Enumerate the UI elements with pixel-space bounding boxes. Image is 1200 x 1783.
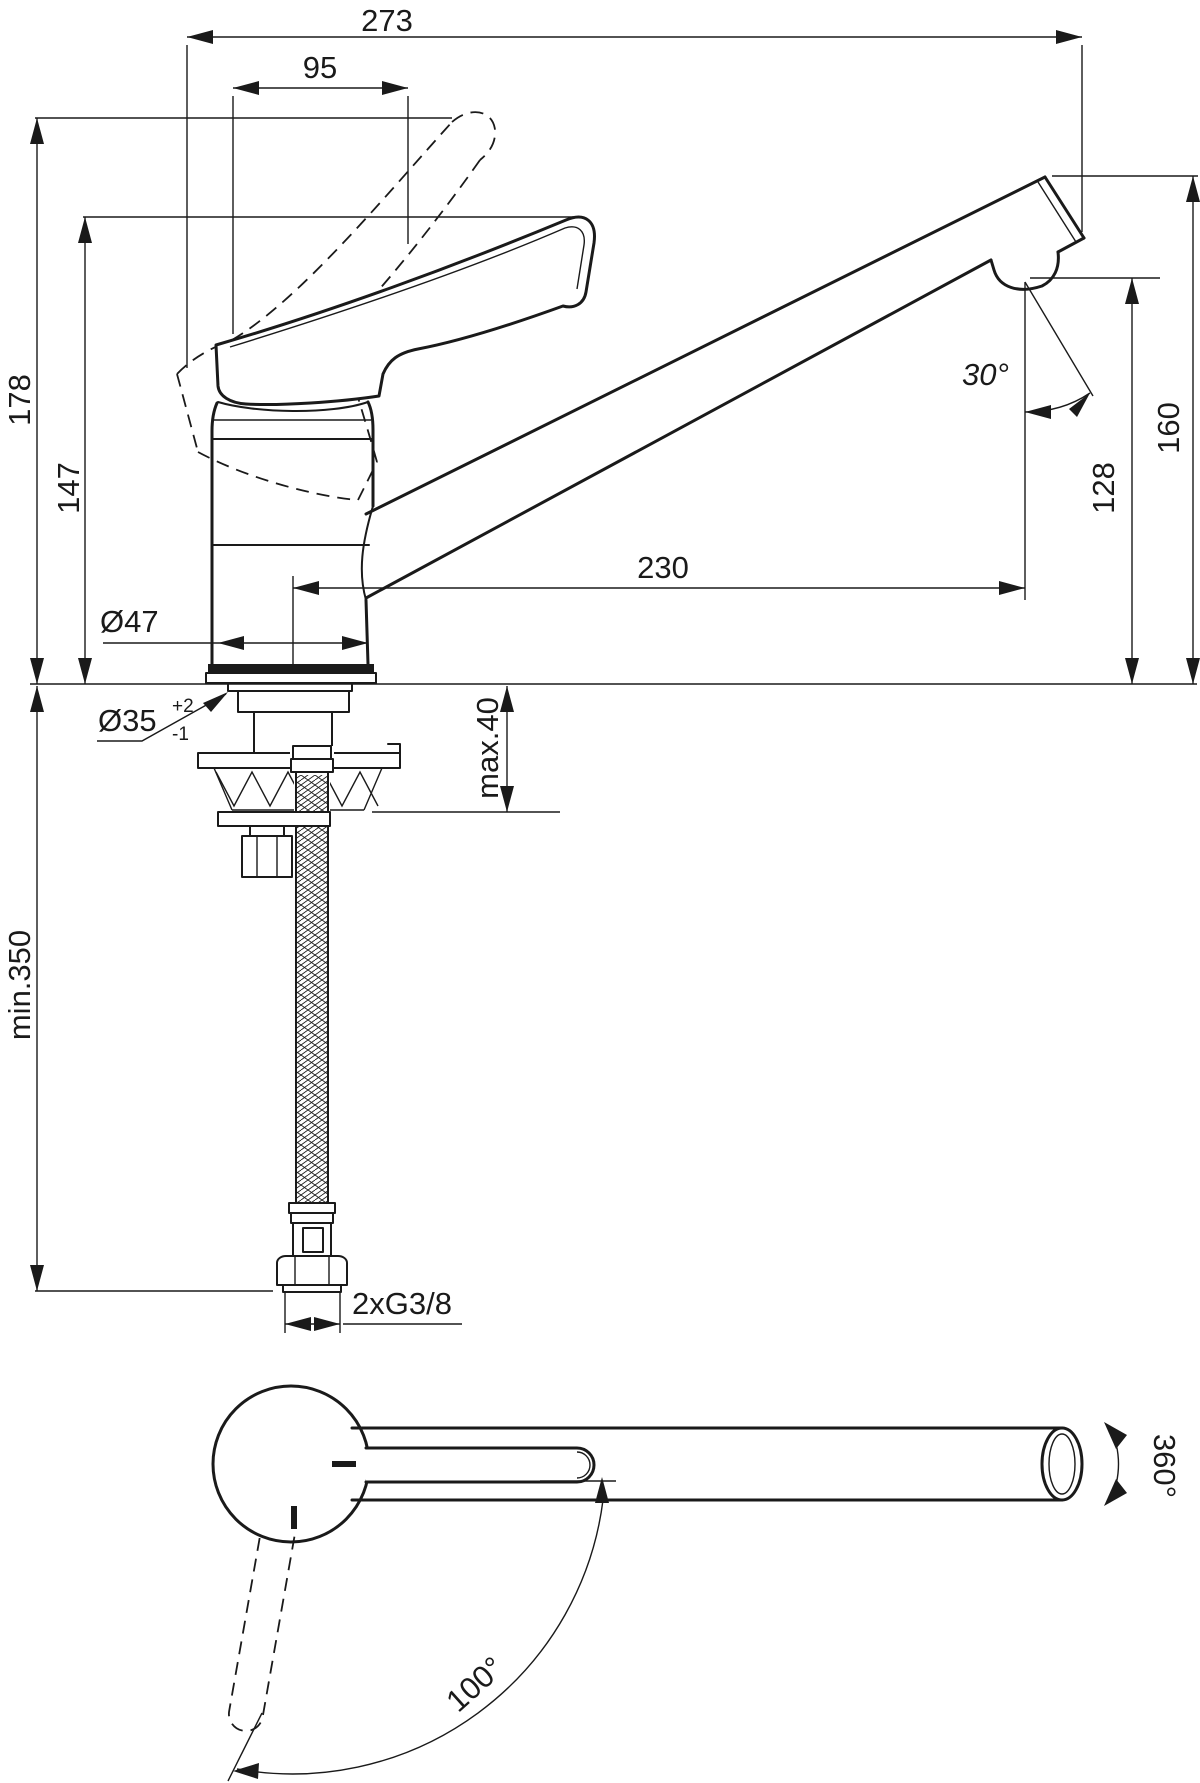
dim-connection-thread: 2xG3/8 bbox=[284, 1286, 462, 1333]
spout-top-edge bbox=[364, 175, 1047, 516]
dim-hole-diameter-label: Ø35 bbox=[98, 703, 157, 738]
dim-spout-swivel: 360° bbox=[1104, 1422, 1182, 1506]
dim-overall-width: 273 bbox=[186, 3, 1083, 368]
dim-handle-length-label: 95 bbox=[303, 50, 337, 85]
dim-counter-thickness: max.40 bbox=[470, 686, 514, 812]
dim-hole-tolerance-minus: -1 bbox=[172, 724, 189, 745]
base-gasket bbox=[208, 664, 374, 673]
handle-lever bbox=[214, 215, 596, 407]
dimension-annotations: 273 95 178 147 bbox=[2, 3, 1200, 1333]
handle-swivel-dashed bbox=[228, 1530, 296, 1732]
supply-hose bbox=[217, 771, 348, 1293]
hose-connector-nut bbox=[276, 1255, 348, 1286]
faucet-body bbox=[205, 400, 377, 684]
dim-connection-thread-label: 2xG3/8 bbox=[352, 1286, 452, 1321]
dim-spout-height-label: 160 bbox=[1151, 402, 1186, 454]
washer-plate bbox=[217, 811, 331, 827]
hose-end-fitting bbox=[288, 1202, 336, 1214]
dim-spout-height: 160 bbox=[1052, 175, 1200, 684]
hose-braid bbox=[297, 775, 327, 1203]
dim-counter-thickness-label: max.40 bbox=[470, 697, 505, 799]
dim-outlet-height-label: 128 bbox=[1086, 462, 1121, 514]
dim-hose-min-length: min.350 bbox=[2, 686, 273, 1292]
dim-outlet-height: 128 bbox=[1030, 277, 1160, 684]
spout-top-view bbox=[350, 1426, 1084, 1502]
mounting-nut bbox=[241, 835, 293, 878]
aerator bbox=[989, 250, 1060, 291]
dim-height-handle-raised: 178 bbox=[2, 117, 452, 684]
dim-hose-min-length-label: min.350 bbox=[2, 930, 37, 1040]
base-ring bbox=[205, 672, 377, 684]
shank bbox=[253, 711, 333, 753]
dim-body-diameter-label: Ø47 bbox=[100, 604, 159, 639]
dim-hole-diameter: Ø35 +2 -1 bbox=[97, 692, 228, 745]
dim-body-diameter: Ø47 bbox=[100, 604, 368, 650]
dim-spout-end-angle: 30° bbox=[962, 281, 1094, 600]
dim-spout-swivel-label: 360° bbox=[1147, 1434, 1182, 1498]
dim-height-handle-label: 147 bbox=[51, 462, 86, 514]
mounting-collar bbox=[237, 690, 350, 713]
dim-spout-reach-label: 230 bbox=[637, 550, 689, 585]
dim-overall-width-label: 273 bbox=[361, 3, 413, 38]
plan-view: 100° 360° bbox=[211, 1384, 1182, 1782]
dim-handle-swivel-label: 100° bbox=[439, 1650, 510, 1719]
dim-handle-length: 95 bbox=[232, 50, 409, 334]
dim-height-handle: 147 bbox=[51, 216, 577, 684]
spout bbox=[364, 175, 1086, 600]
dim-height-handle-raised-label: 178 bbox=[2, 374, 37, 426]
dim-spout-end-angle-label: 30° bbox=[962, 357, 1009, 392]
front-view bbox=[30, 111, 1197, 1293]
dim-hole-tolerance-plus: +2 bbox=[172, 696, 194, 717]
dim-spout-reach: 230 bbox=[292, 550, 1025, 664]
spout-bottom-edge bbox=[364, 258, 993, 600]
spout-end-face bbox=[1043, 175, 1086, 240]
